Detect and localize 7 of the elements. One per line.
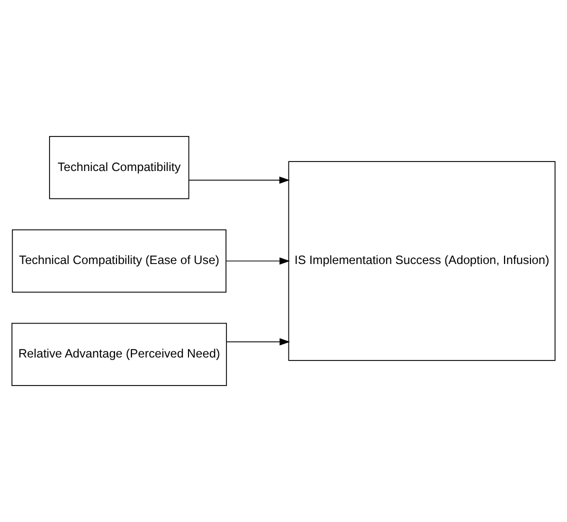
node-box: Technical Compatibility (Ease of Use): [12, 229, 226, 293]
arrow: [188, 176, 290, 184]
arrow: [226, 257, 290, 265]
node-box: Relative Advantage (Perceived Need): [12, 322, 227, 386]
node-box: IS Implementation Success (Adoption, Infusion): [288, 161, 556, 361]
arrow: [226, 338, 290, 346]
node-box: Technical Compatibility: [49, 136, 190, 200]
